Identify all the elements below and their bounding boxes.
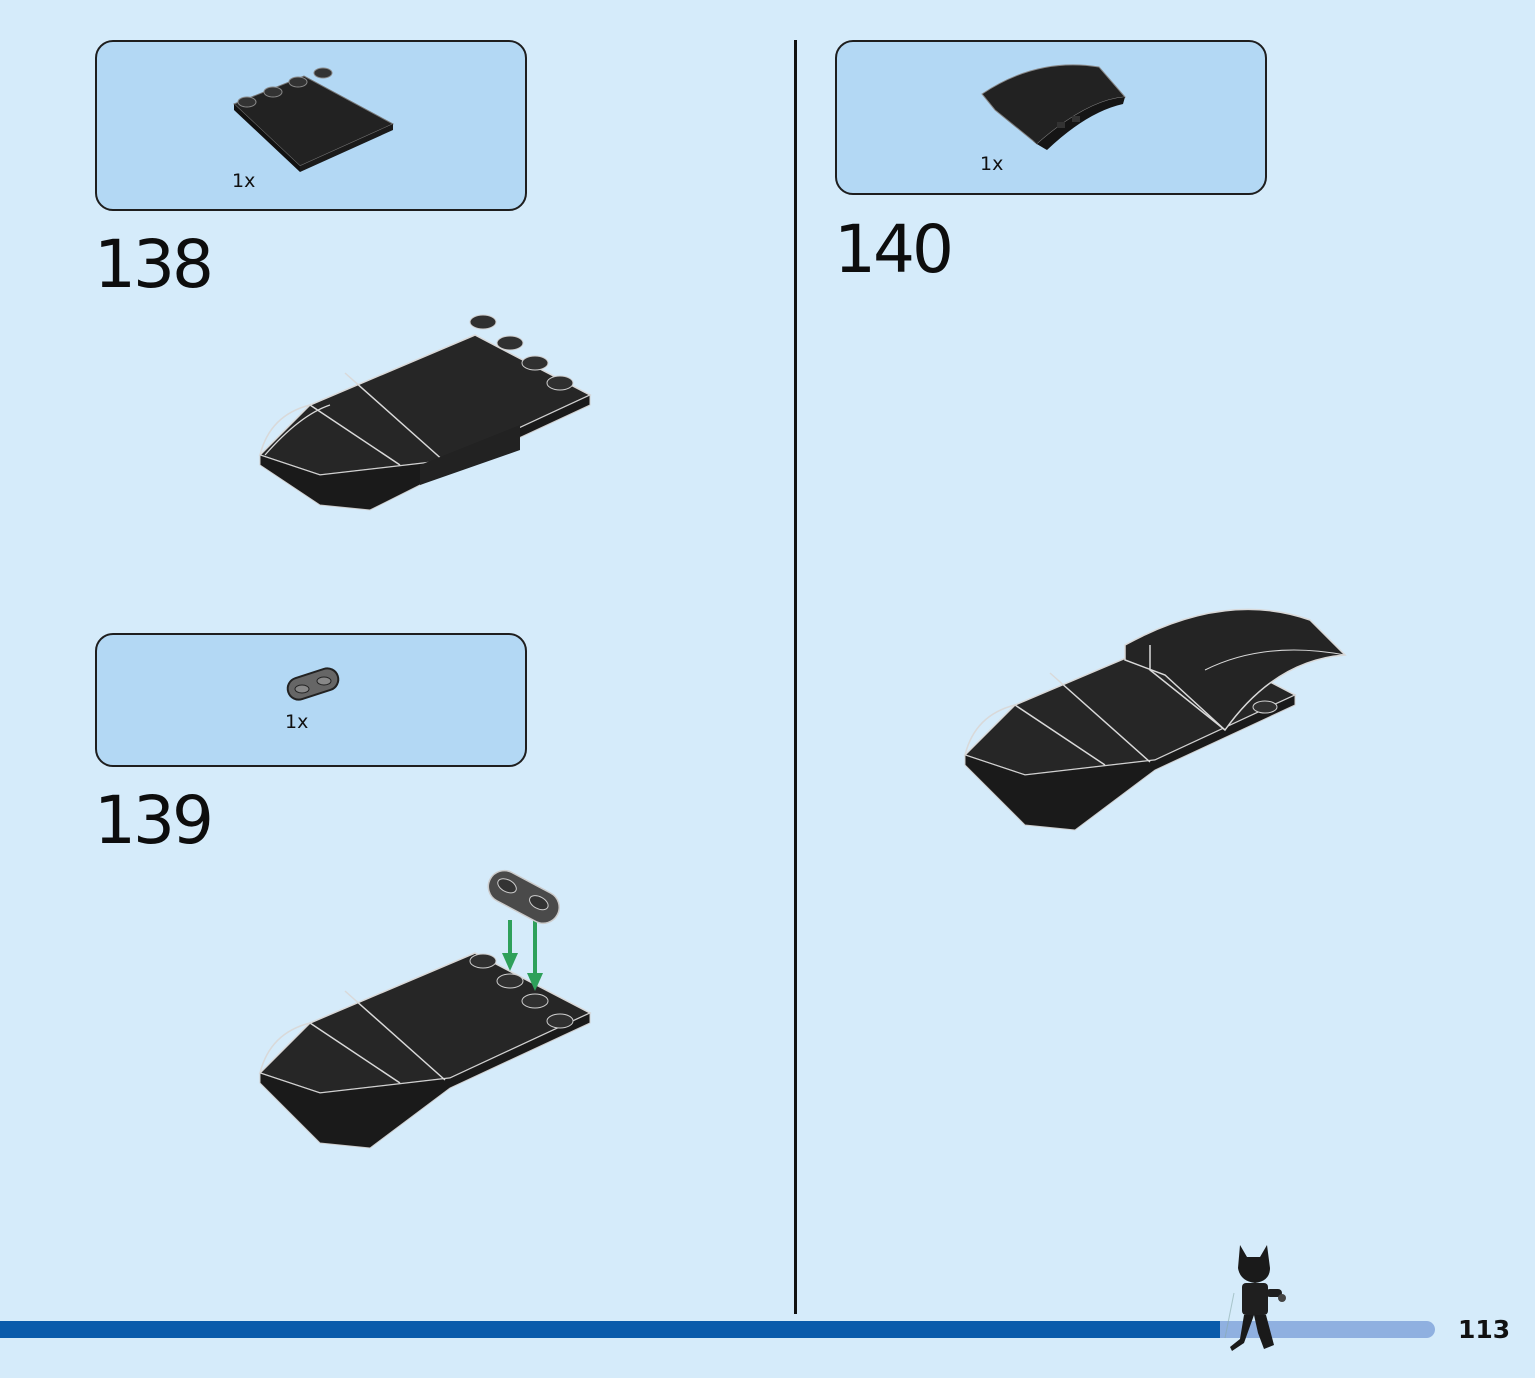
step-140-parts-box: 1x <box>835 40 1267 195</box>
part-quantity: 1x <box>232 170 256 192</box>
column-divider <box>794 40 797 1314</box>
page-number: 113 <box>1458 1315 1511 1344</box>
step-140-assembly-illustration <box>963 608 1347 831</box>
step-number-139: 139 <box>94 782 214 859</box>
progress-bar-fill <box>0 1321 1220 1338</box>
step-138-parts-box: 1x <box>95 40 527 211</box>
black-tile-part-icon <box>233 67 395 172</box>
curved-slope-part-icon <box>981 64 1127 150</box>
step-number-140: 140 <box>834 211 954 288</box>
step-139-parts-box: 1x <box>95 633 527 767</box>
step-number-138: 138 <box>94 226 214 303</box>
minifigure-icon <box>1224 1245 1286 1351</box>
step-138-assembly-illustration <box>258 314 592 511</box>
part-quantity: 1x <box>285 711 309 733</box>
progress-bar <box>0 1321 1435 1338</box>
step-139-assembly-illustration <box>258 869 592 1149</box>
part-quantity: 1x <box>980 153 1004 175</box>
gray-plate-part-icon <box>286 667 340 701</box>
